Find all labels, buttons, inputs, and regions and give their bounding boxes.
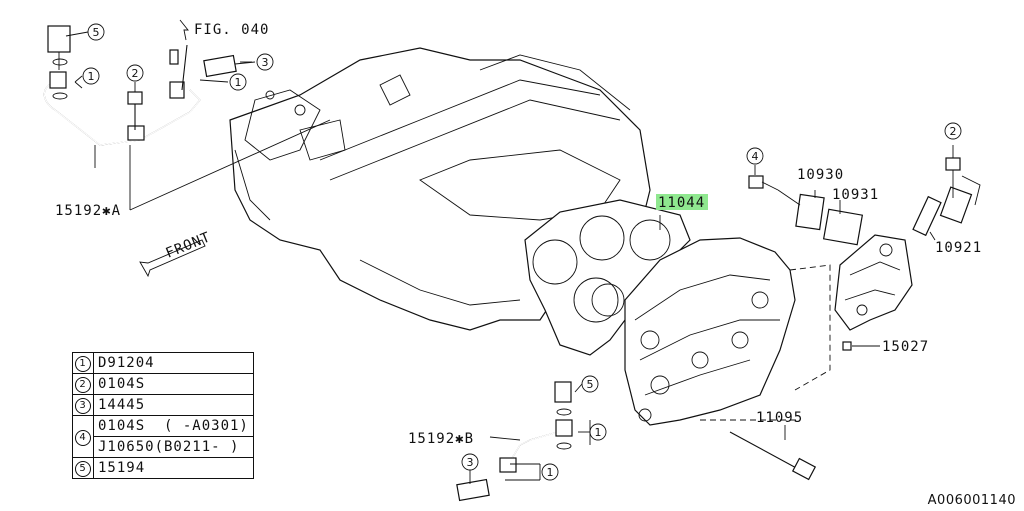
part-11095-label: 11095	[756, 410, 803, 426]
legend-num-5: 5	[75, 461, 91, 477]
circle-ref-1-bottom-right: 1	[589, 423, 607, 441]
plate-10930	[795, 193, 825, 231]
part-11044-highlight	[656, 194, 708, 210]
oil-control-solenoid	[912, 175, 981, 237]
part-10921-label: 10921	[935, 240, 982, 256]
legend-row-1: 1 D91204	[72, 352, 254, 374]
gasket-10931	[822, 208, 864, 246]
part-15027-label: 15027	[882, 339, 929, 355]
svg-text:1: 1	[88, 70, 95, 83]
oil-pipe-a	[43, 25, 201, 146]
bolt-2-right	[945, 157, 961, 198]
pin-15027	[842, 341, 852, 351]
svg-text:3: 3	[262, 56, 269, 69]
bolt-2-left	[127, 91, 143, 130]
legend-row-4b: J10650(B0211- )	[73, 436, 254, 458]
fitting-3-top	[203, 54, 256, 78]
legend-num-4: 4	[75, 429, 91, 446]
circle-ref-1-topleft: 1	[82, 67, 100, 85]
front-label: FRONT	[164, 229, 214, 261]
svg-text:2: 2	[132, 67, 139, 80]
part-10930-label: 10930	[797, 167, 844, 183]
legend-row-4a: 4 0104S ( -A0301)	[72, 415, 254, 458]
legend-part-4b: J10650(B0211- )	[93, 436, 254, 458]
svg-text:1: 1	[235, 76, 242, 89]
legend-num-2: 2	[75, 377, 91, 393]
circle-ref-3-bottom: 3	[461, 453, 479, 471]
svg-text:2: 2	[950, 125, 957, 138]
svg-text:3: 3	[467, 456, 474, 469]
legend-num-1: 1	[75, 356, 91, 372]
legend-part-4a: 0104S ( -A0301)	[93, 415, 254, 437]
front-arrow: FRONT	[139, 229, 214, 278]
bolt-4	[748, 175, 801, 206]
circle-ref-2-right: 2	[944, 122, 962, 140]
legend-row-3: 3 14445	[72, 394, 254, 416]
part-15192b-label: 15192✱B	[408, 431, 474, 447]
part-10931-label: 10931	[832, 187, 879, 203]
circle-ref-1-bottom: 1	[541, 463, 559, 481]
svg-text:1: 1	[547, 466, 554, 479]
circle-ref-1-top: 1	[229, 73, 247, 91]
circle-ref-5-bottom: 5	[581, 375, 599, 393]
svg-text:5: 5	[587, 378, 594, 391]
legend-num-3: 3	[75, 398, 91, 414]
fig-040-label: FIG. 040	[194, 22, 269, 38]
circle-ref-3-top: 3	[256, 53, 274, 71]
circle-ref-5-top: 5	[87, 23, 105, 41]
legend-part-1: D91204	[93, 352, 254, 374]
part-15192a-label: 15192✱A	[55, 203, 121, 219]
legend-row-2: 2 0104S	[72, 373, 254, 395]
cylinder-head	[624, 237, 831, 426]
svg-text:5: 5	[93, 26, 100, 39]
legend-row-5: 5 15194	[72, 457, 254, 479]
circle-ref-4-right: 4	[746, 147, 764, 165]
oil-pipe-b	[456, 381, 573, 502]
oil-control-housing	[834, 234, 913, 331]
legend-part-2: 0104S	[93, 373, 254, 395]
circle-ref-2-left: 2	[126, 64, 144, 82]
part-11044-label: 11044	[658, 195, 705, 211]
svg-text:1: 1	[595, 426, 602, 439]
head-bolt-11095	[729, 431, 817, 481]
tube-fig040	[169, 19, 189, 91]
leader-lines	[65, 31, 954, 484]
legend-table: 1 D91204 2 0104S 3 14445 4 0104S ( -A030…	[72, 352, 254, 479]
diagram-code: A006001140	[927, 493, 1016, 508]
svg-text:4: 4	[752, 150, 759, 163]
legend-part-5: 15194	[93, 457, 254, 479]
legend-part-3: 14445	[93, 394, 254, 416]
